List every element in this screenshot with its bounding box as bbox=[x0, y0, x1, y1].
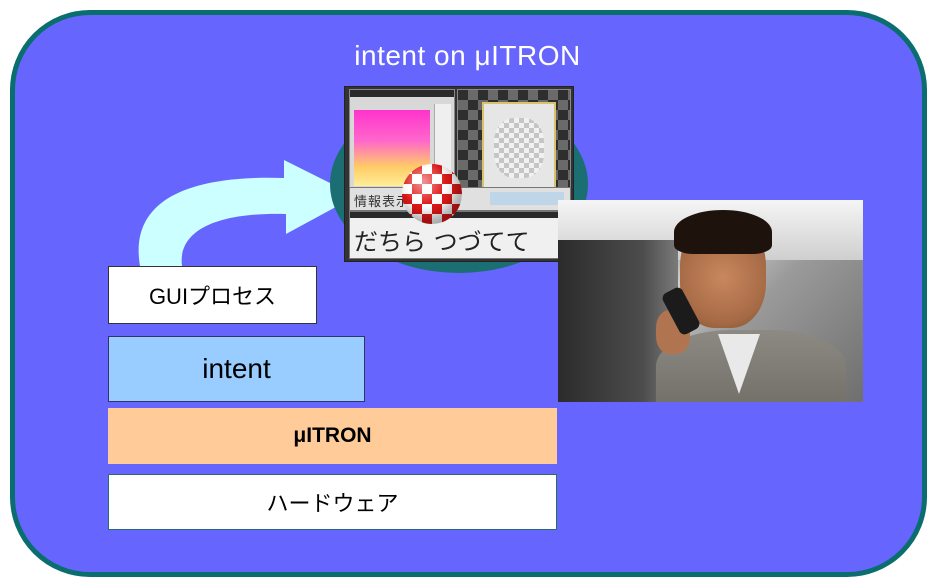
blurred-checker bbox=[494, 118, 544, 178]
intent-label: intent bbox=[202, 353, 271, 384]
window-titlebar bbox=[350, 90, 454, 97]
man-on-phone-photo bbox=[558, 200, 863, 402]
strip-highlight bbox=[490, 192, 564, 205]
hardware-label: ハードウェア bbox=[266, 491, 399, 516]
hair bbox=[674, 210, 772, 254]
arc-arrow-shape bbox=[138, 160, 356, 266]
strip-text: 情報表示 bbox=[354, 195, 411, 210]
diagram-title: intent on μITRON bbox=[354, 40, 581, 71]
gui-screenshot: 情報表示 だちら つづてて bbox=[344, 86, 574, 262]
itron-label: μITRON bbox=[293, 424, 372, 447]
gui-process-label: GUIプロセス bbox=[148, 284, 277, 309]
blur-pane bbox=[482, 102, 556, 190]
intent-box: intent bbox=[108, 336, 365, 402]
text-window-text: だちら つづてて bbox=[354, 228, 530, 256]
itron-box: μITRON bbox=[108, 408, 557, 464]
text-window-titlebar bbox=[350, 212, 570, 218]
checkered-ball-icon bbox=[402, 164, 462, 224]
hardware-box: ハードウェア bbox=[108, 474, 557, 530]
gui-process-box: GUIプロセス bbox=[108, 266, 317, 324]
text-window: だちら つづてて bbox=[349, 211, 571, 259]
